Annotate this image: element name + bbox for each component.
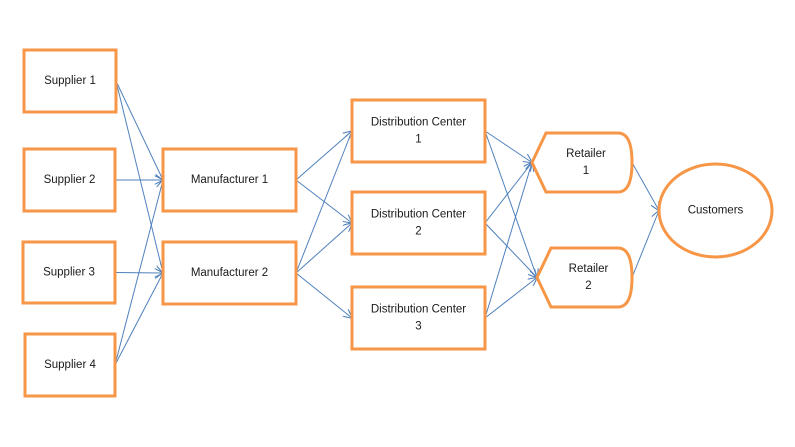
edge-s1-to-m1 [115,80,163,180]
edge-dc2-to-r2 [484,222,537,278]
node-s2[interactable]: Supplier 2 [22,147,117,213]
edge-m2-to-dc3 [295,272,352,318]
node-s3[interactable]: Supplier 3 [21,240,117,305]
node-shape-dc1 [350,98,487,164]
node-shape-dc2 [350,190,487,256]
edge-s4-to-m1 [114,180,163,366]
node-label-dc2-line-2: 2 [415,226,421,238]
node-shape-s4 [23,332,117,398]
node-label-s2: Supplier 2 [44,174,96,186]
node-shape-r1 [530,131,634,194]
node-shape-s3 [21,240,117,305]
node-shape-c [657,162,774,259]
node-shape-dc3 [350,285,487,351]
edge-dc1-to-r1 [484,130,532,163]
node-s4[interactable]: Supplier 4 [23,332,117,398]
node-label-s4: Supplier 4 [44,359,96,371]
node-label-r2-line-2: 2 [585,280,591,292]
node-shape-r2 [535,246,634,309]
node-shape-m2 [161,240,298,306]
node-dc3[interactable]: Distribution Center 3 [350,285,487,351]
node-m1[interactable]: Manufacturer 1 [161,147,298,213]
node-label-dc1-line-2: 1 [415,134,421,146]
node-label-r1-line-1: Retailer [566,148,606,160]
node-label-r1-line-2: 1 [583,165,589,177]
nodes-layer: Supplier 1 Supplier 2 Supplier 3 Supplier 4… [21,48,774,398]
node-label-s3: Supplier 3 [43,267,95,279]
node-dc2[interactable]: Distribution Center 2 [350,190,487,256]
node-label-s1: Supplier 1 [44,75,96,87]
node-label-m1: Manufacturer 1 [191,174,268,186]
edge-m2-to-dc1 [295,131,352,274]
node-label-r2-line-1: Retailer [569,263,609,275]
edge-dc2-to-r1 [484,163,532,224]
edge-m2-to-dc2 [295,223,352,274]
edge-r2-to-c [631,211,659,278]
node-r1[interactable]: Retailer 1 [530,131,634,194]
node-s1[interactable]: Supplier 1 [22,48,118,114]
node-label-m2: Manufacturer 2 [191,267,268,279]
edges-layer [114,80,659,366]
edge-dc3-to-r2 [484,278,537,319]
node-m2[interactable]: Manufacturer 2 [161,240,298,306]
edge-r1-to-c [631,162,659,211]
node-r2[interactable]: Retailer 2 [535,246,634,309]
edge-s1-to-m2 [115,80,163,273]
node-label-c: Customers [688,205,744,217]
edge-dc1-to-r2 [484,130,537,278]
edge-s4-to-m2 [114,273,163,366]
edge-dc3-to-r1 [484,163,532,319]
node-shape-s2 [22,147,117,213]
node-shape-s1 [22,48,118,114]
node-label-dc3-line-2: 3 [415,321,421,333]
node-shape-m1 [161,147,298,213]
node-dc1[interactable]: Distribution Center 1 [350,98,487,164]
node-label-dc3-line-1: Distribution Center [371,304,466,316]
edge-m1-to-dc1 [295,131,352,181]
node-label-dc2-line-1: Distribution Center [371,209,466,221]
node-label-dc1-line-1: Distribution Center [371,117,466,129]
node-c[interactable]: Customers [657,162,774,259]
